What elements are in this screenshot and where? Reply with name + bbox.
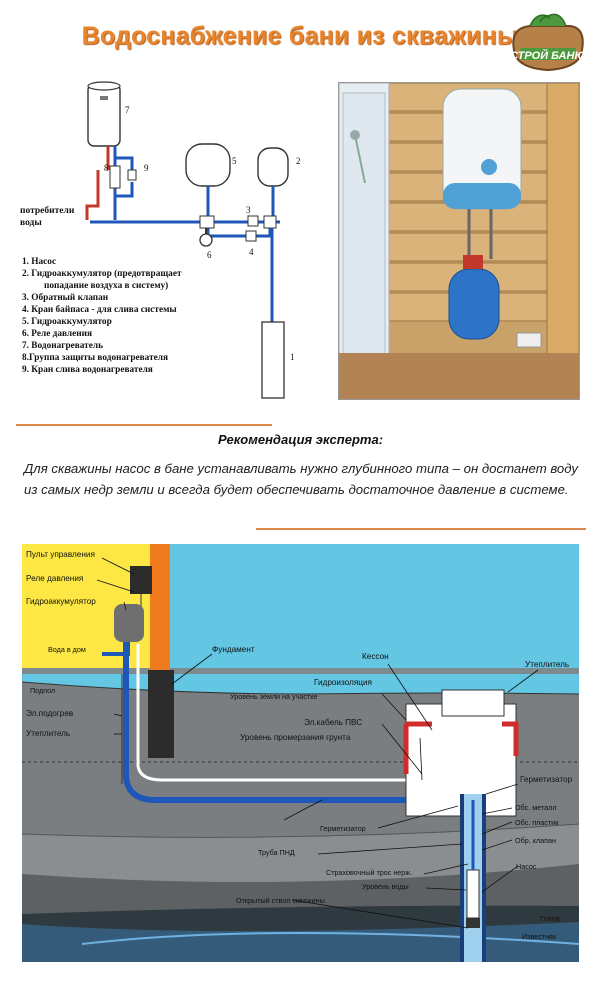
label-9: 9 <box>144 163 149 173</box>
legend-item: 9. Кран слива водонагревателя <box>22 365 153 375</box>
label-waterproofing: Гидроизоляция <box>314 678 372 687</box>
label-clay: Глина <box>540 914 560 923</box>
label-freezing-level: Уровень промерзания грунта <box>240 733 351 742</box>
legend-item: 2. Гидроаккумулятор (предотвращает <box>22 269 182 279</box>
label-8: 8 <box>104 163 109 173</box>
label-water-level: Уровень воды <box>362 882 409 891</box>
label-5: 5 <box>232 156 237 166</box>
label-casing-plastic: Обс. пластик <box>515 818 559 827</box>
expert-text: Для скважины насос в бане устанавливать … <box>24 461 579 497</box>
label-6: 6 <box>207 250 212 260</box>
label-heating-cable: Эл.подогрев <box>26 709 74 718</box>
legend-item: 1. Насос <box>22 257 57 267</box>
label-1: 1 <box>290 352 295 362</box>
label-7: 7 <box>125 105 130 115</box>
legend-item: 6. Реле давления <box>22 329 92 339</box>
legend-item: 8.Группа защиты водонагревателя <box>22 353 169 363</box>
label-pressure-relay: Реле давления <box>26 574 84 583</box>
label-3: 3 <box>246 205 251 215</box>
label-control-panel: Пульт управления <box>26 550 95 559</box>
well-diagram <box>22 544 579 962</box>
separator <box>256 528 586 530</box>
logo <box>500 8 594 80</box>
legend-item: попадание воздуха в систему) <box>44 281 169 291</box>
label-pnd-pipe: Труба ПНД <box>258 848 295 857</box>
legend-item: 7. Водонагреватель <box>22 341 104 351</box>
label-underfloor: Подпол <box>30 686 56 695</box>
page-title: Водоснабжение бани из скважины <box>81 22 519 50</box>
label-insulation-left: Утеплитель <box>26 729 71 738</box>
label-2: 2 <box>296 156 301 166</box>
label-sealer-bottom: Герметизатор <box>320 824 366 833</box>
separator <box>16 424 272 426</box>
label-sealer-right: Герметизатор <box>520 775 573 784</box>
legend-item: 5. Гидроаккумулятор <box>22 317 112 327</box>
label-pvs-cable: Эл.кабель ПВС <box>304 718 363 727</box>
bathhouse-photo <box>338 82 580 400</box>
legend-item: 4. Кран байпаса - для слива системы <box>22 305 177 315</box>
label-foundation: Фундамент <box>212 645 255 654</box>
label-caisson: Кессон <box>362 652 389 661</box>
label-accumulator: Гидроаккумулятор <box>26 597 96 606</box>
label-pump: Насос <box>516 862 537 871</box>
label-check-valve: Обр. клапан <box>515 836 556 845</box>
label-water-to-house: Вода в дом <box>48 645 86 654</box>
plumbing-schematic <box>85 81 289 399</box>
legend: 1. Насос 2. Гидроаккумулятор (предотвращ… <box>22 256 182 376</box>
label-limestone: Известняк <box>522 932 557 941</box>
label-ground-level: Уровень земли на участке <box>230 692 318 701</box>
label-safety-cable: Страховочный трос нерж. <box>326 868 413 877</box>
logo-text: СТРОЙ БАНЮ <box>510 50 586 62</box>
legend-item: 3. Обратный клапан <box>22 293 109 303</box>
expert-title: Рекомендация эксперта: <box>217 432 384 447</box>
label-open-shaft: Открытый ствол скважины <box>236 896 325 905</box>
label-insulation-right: Утеплитель <box>525 660 570 669</box>
label-4: 4 <box>249 247 254 257</box>
consumers-label: потребители воды <box>20 206 75 228</box>
label-casing-metal: Обс. металл <box>515 803 557 812</box>
